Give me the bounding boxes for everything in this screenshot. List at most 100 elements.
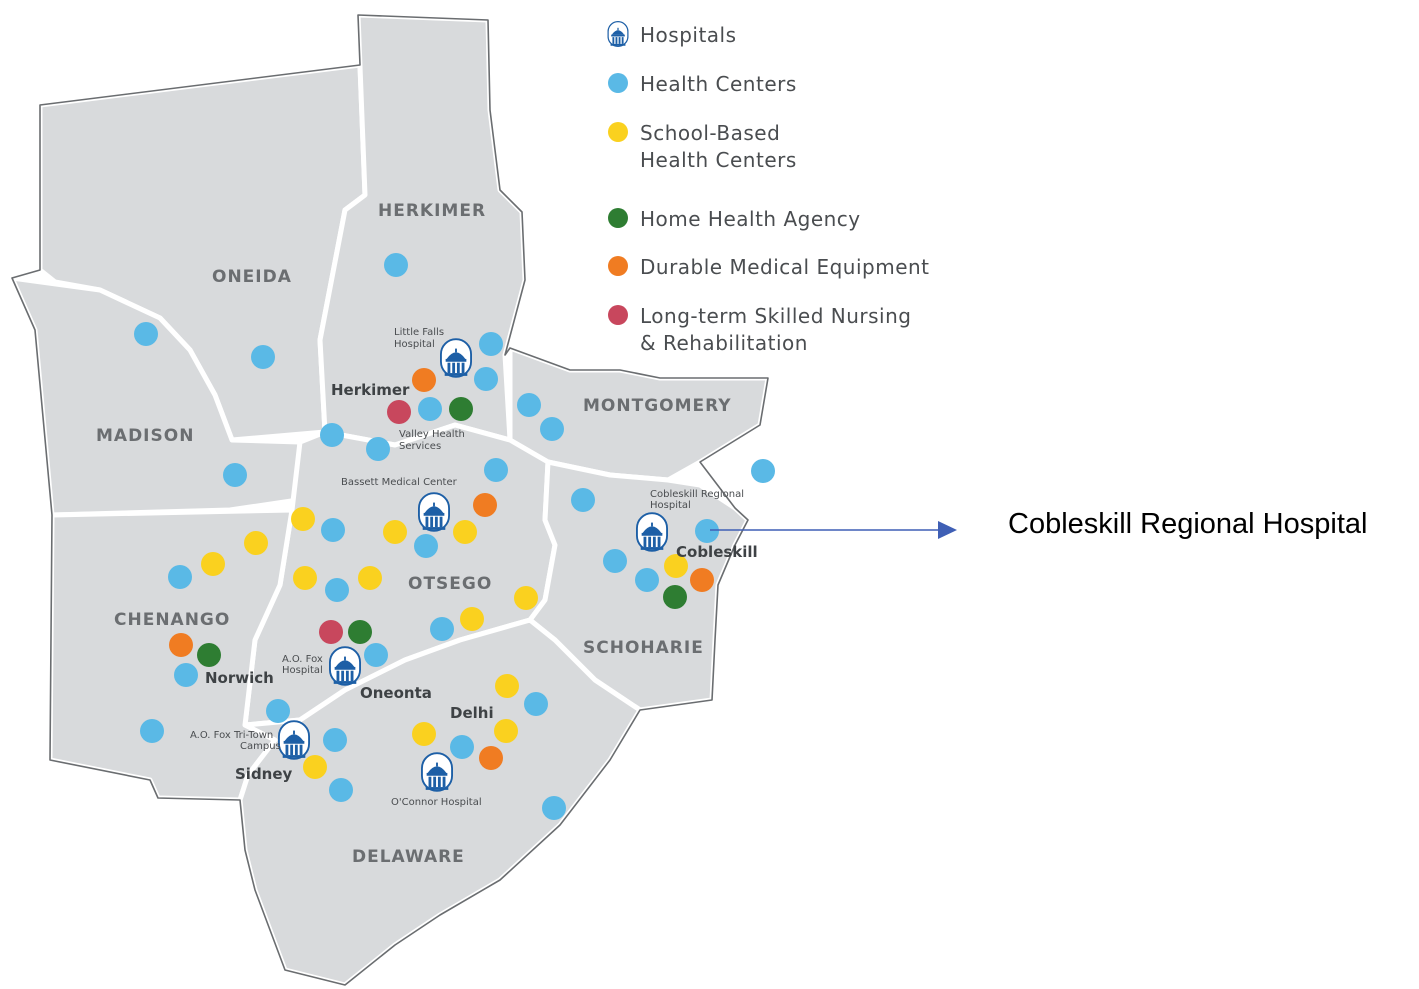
county-label-chenango: CHENANGO xyxy=(114,610,230,630)
health-center-marker[interactable] xyxy=(517,393,541,417)
hospital-label-cobleskill: Cobleskill Regional xyxy=(650,489,744,500)
hospital-label-valley-2: Services xyxy=(399,441,441,452)
school-based-dot-icon xyxy=(608,122,628,142)
health-center-marker[interactable] xyxy=(364,643,388,667)
school-based-marker[interactable] xyxy=(664,554,688,578)
legend-item-dme: Durable Medical Equipment xyxy=(606,254,930,281)
town-label-norwich: Norwich xyxy=(205,669,274,687)
health-center-marker[interactable] xyxy=(323,728,347,752)
school-based-marker[interactable] xyxy=(495,674,519,698)
hospital-icon[interactable] xyxy=(636,512,668,552)
health-center-marker[interactable] xyxy=(542,796,566,820)
health-center-marker[interactable] xyxy=(134,322,158,346)
home-health-marker[interactable] xyxy=(197,643,221,667)
hospital-icon[interactable] xyxy=(329,646,361,686)
town-label-herkimer: Herkimer xyxy=(331,381,410,399)
dme-marker[interactable] xyxy=(412,368,436,392)
health-center-marker[interactable] xyxy=(366,437,390,461)
town-label-delhi: Delhi xyxy=(450,704,494,722)
health-center-marker[interactable] xyxy=(751,459,775,483)
school-based-marker[interactable] xyxy=(358,566,382,590)
legend-item-school-based: School-Based Health Centers xyxy=(606,120,797,174)
health-center-marker[interactable] xyxy=(140,719,164,743)
hospital-icon[interactable] xyxy=(418,492,450,532)
legend-item-home-health: Home Health Agency xyxy=(606,206,861,233)
school-based-marker[interactable] xyxy=(412,722,436,746)
hospital-icon[interactable] xyxy=(278,720,310,760)
health-center-marker[interactable] xyxy=(603,549,627,573)
legend-item-hospitals: Hospitals xyxy=(606,21,737,49)
health-center-marker[interactable] xyxy=(174,663,198,687)
health-center-marker[interactable] xyxy=(524,692,548,716)
dme-markers xyxy=(169,368,714,770)
legend-label: School-Based Health Centers xyxy=(640,120,797,174)
hospital-label-little-falls: Little Falls xyxy=(394,327,444,338)
callout-arrow-head xyxy=(938,521,957,539)
school-based-marker[interactable] xyxy=(293,566,317,590)
health-center-marker[interactable] xyxy=(430,617,454,641)
hospital-icon xyxy=(606,21,630,47)
legend-label-line-2: & Rehabilitation xyxy=(640,331,808,355)
town-label-sidney: Sidney xyxy=(235,765,293,783)
school-based-marker[interactable] xyxy=(201,552,225,576)
hospital-label-cobleskill-2: Hospital xyxy=(650,500,691,511)
health-center-marker[interactable] xyxy=(168,565,192,589)
home-health-markers xyxy=(197,397,687,667)
hospital-label-aofox-2: Hospital xyxy=(282,665,323,676)
dme-marker[interactable] xyxy=(690,568,714,592)
health-center-marker[interactable] xyxy=(223,463,247,487)
legend-label: Health Centers xyxy=(640,72,797,96)
hospital-icon[interactable] xyxy=(440,338,472,378)
legend-label: Long-term Skilled Nursing & Rehabilitati… xyxy=(640,303,911,357)
school-based-marker[interactable] xyxy=(383,520,407,544)
county-label-montgomery: MONTGOMERY xyxy=(583,396,732,416)
nursing-marker[interactable] xyxy=(319,620,343,644)
hospital-label-valley: Valley Health xyxy=(399,429,465,440)
hospital-label-bassett: Bassett Medical Center xyxy=(341,477,458,488)
health-center-marker[interactable] xyxy=(418,397,442,421)
nursing-markers xyxy=(319,400,411,644)
school-based-marker[interactable] xyxy=(460,607,484,631)
home-health-marker[interactable] xyxy=(663,585,687,609)
health-center-marker[interactable] xyxy=(635,568,659,592)
health-center-marker[interactable] xyxy=(325,578,349,602)
health-center-marker[interactable] xyxy=(384,253,408,277)
health-center-marker[interactable] xyxy=(266,699,290,723)
health-center-marker[interactable] xyxy=(251,345,275,369)
home-health-marker[interactable] xyxy=(449,397,473,421)
hospital-icon[interactable] xyxy=(421,752,453,792)
health-center-marker[interactable] xyxy=(414,534,438,558)
callout-label: Cobleskill Regional Hospital xyxy=(1008,508,1368,540)
hospital-label-tritown-2: Campus xyxy=(240,741,281,752)
dme-marker[interactable] xyxy=(169,633,193,657)
school-based-marker[interactable] xyxy=(514,586,538,610)
home-health-marker[interactable] xyxy=(348,620,372,644)
school-based-marker[interactable] xyxy=(303,755,327,779)
county-label-herkimer: HERKIMER xyxy=(378,201,486,221)
health-center-marker[interactable] xyxy=(484,458,508,482)
school-based-marker[interactable] xyxy=(244,531,268,555)
health-center-marker[interactable] xyxy=(479,332,503,356)
school-based-markers xyxy=(201,507,688,779)
legend-label: Durable Medical Equipment xyxy=(640,255,930,279)
dme-marker[interactable] xyxy=(479,746,503,770)
nursing-marker[interactable] xyxy=(387,400,411,424)
dme-marker[interactable] xyxy=(473,493,497,517)
health-center-dot-icon xyxy=(608,73,628,93)
health-center-markers xyxy=(134,253,775,820)
health-center-marker[interactable] xyxy=(320,423,344,447)
county-label-otsego: OTSEGO xyxy=(408,574,492,594)
health-center-marker[interactable] xyxy=(329,778,353,802)
school-based-marker[interactable] xyxy=(291,507,315,531)
health-center-marker[interactable] xyxy=(474,367,498,391)
health-center-marker[interactable] xyxy=(695,519,719,543)
nursing-dot-icon xyxy=(608,305,628,325)
health-center-marker[interactable] xyxy=(540,417,564,441)
health-center-marker[interactable] xyxy=(450,735,474,759)
school-based-marker[interactable] xyxy=(453,520,477,544)
health-center-marker[interactable] xyxy=(321,518,345,542)
school-based-marker[interactable] xyxy=(494,719,518,743)
town-label-cobleskill: Cobleskill xyxy=(676,543,758,561)
health-center-marker[interactable] xyxy=(571,488,595,512)
